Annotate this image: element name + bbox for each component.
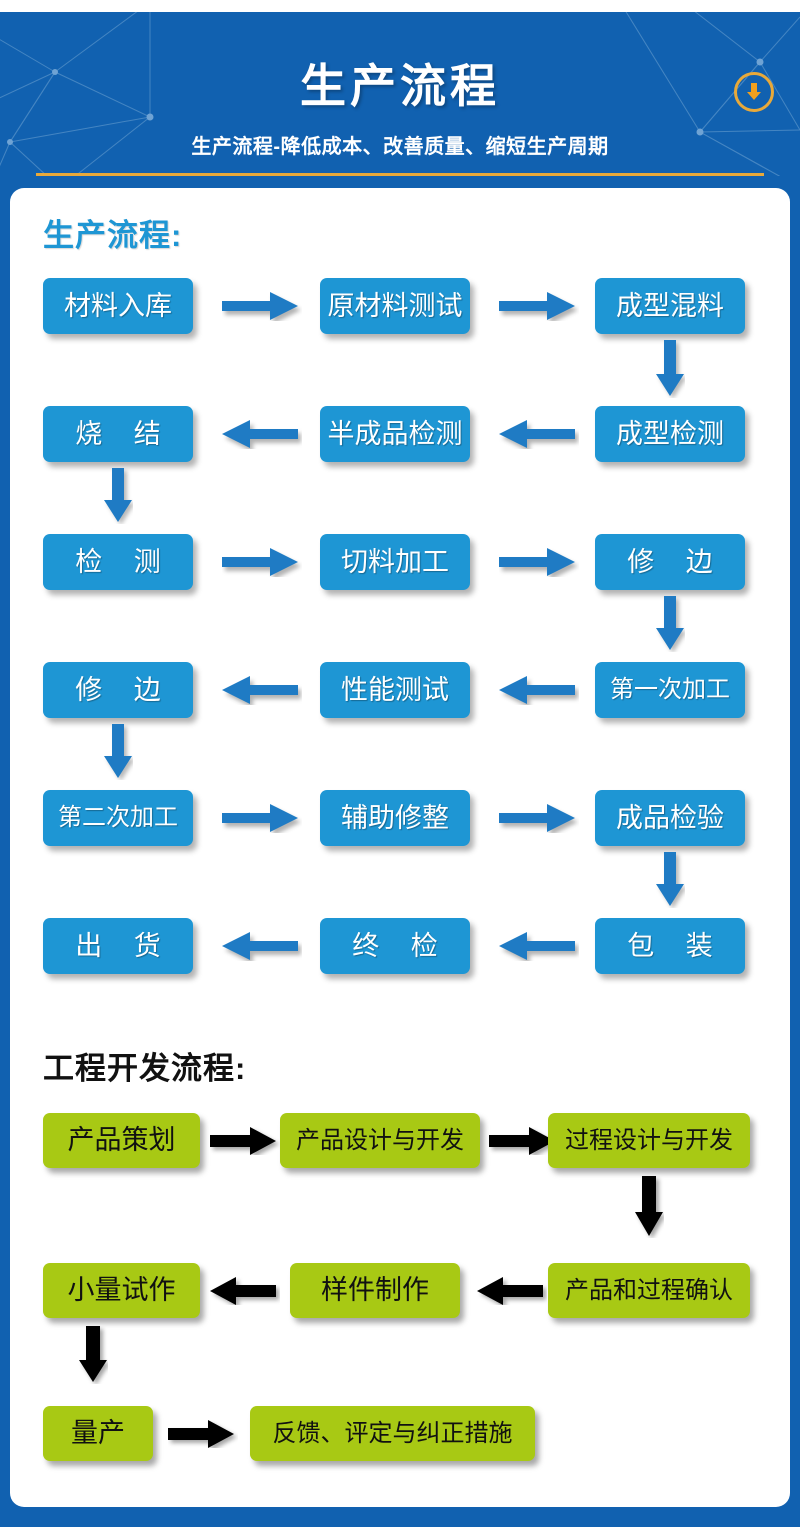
node-production-r6c3[interactable]: 包 装 (595, 918, 745, 974)
arrow-down-r4c1 (103, 724, 133, 780)
page-title: 生产流程 (300, 60, 500, 112)
download-circle-icon[interactable] (734, 72, 774, 112)
node-engineering-r1c1[interactable]: 产品策划 (43, 1113, 200, 1168)
node-production-r4c1[interactable]: 修 边 (43, 662, 193, 718)
node-production-r1c1[interactable]: 材料入库 (43, 278, 193, 334)
arrow-left-r4b (499, 675, 579, 705)
node-production-r6c1[interactable]: 出 货 (43, 918, 193, 974)
node-engineering-r1c3[interactable]: 过程设计与开发 (548, 1113, 750, 1168)
arrow-right-r3b (499, 547, 579, 577)
node-production-r5c3[interactable]: 成品检验 (595, 790, 745, 846)
arrow-left-r6b (499, 931, 579, 961)
flowchart-card: 生产流程: 材料入库 原材料测试 成型混料 烧 结 半成品检 (10, 188, 790, 1507)
arrow-right-e3a (168, 1420, 238, 1448)
node-production-r1c2[interactable]: 原材料测试 (320, 278, 470, 334)
node-production-r2c2[interactable]: 半成品检测 (320, 406, 470, 462)
arrow-left-r6a (222, 931, 302, 961)
down-arrow-glyph (747, 83, 761, 100)
section-heading-engineering: 工程开发流程: (43, 1051, 247, 1086)
node-production-r6c2[interactable]: 终 检 (320, 918, 470, 974)
page-subtitle: 生产流程-降低成本、改善质量、缩短生产周期 (191, 136, 609, 158)
arrow-left-r2b (499, 419, 579, 449)
node-production-r1c3[interactable]: 成型混料 (595, 278, 745, 334)
footer-strip (0, 1507, 800, 1527)
arrow-right-r1b (499, 291, 579, 321)
node-production-r4c3[interactable]: 第一次加工 (595, 662, 745, 718)
arrow-down-r2c1 (103, 468, 133, 524)
node-production-r3c1[interactable]: 检 测 (43, 534, 193, 590)
header-divider (36, 173, 764, 176)
node-engineering-r3c2[interactable]: 反馈、评定与纠正措施 (250, 1406, 535, 1461)
node-production-r5c2[interactable]: 辅助修整 (320, 790, 470, 846)
arrow-right-r5a (222, 803, 302, 833)
node-production-r5c1[interactable]: 第二次加工 (43, 790, 193, 846)
page-header: 生产流程 生产流程-降低成本、改善质量、缩短生产周期 (0, 12, 800, 188)
node-production-r4c2[interactable]: 性能测试 (320, 662, 470, 718)
node-engineering-r2c2[interactable]: 样件制作 (290, 1263, 460, 1318)
node-engineering-r2c3[interactable]: 产品和过程确认 (548, 1263, 750, 1318)
arrow-right-r5b (499, 803, 579, 833)
node-engineering-r2c1[interactable]: 小量试作 (43, 1263, 200, 1318)
arrow-down-e1c3 (634, 1176, 664, 1238)
arrow-right-e1a (210, 1127, 280, 1155)
arrow-left-e2a (210, 1277, 280, 1305)
arrow-down-r1c3 (655, 340, 685, 398)
node-production-r2c1[interactable]: 烧 结 (43, 406, 193, 462)
arrow-right-e1b (489, 1127, 559, 1155)
arrow-left-r4a (222, 675, 302, 705)
node-production-r3c2[interactable]: 切料加工 (320, 534, 470, 590)
arrow-left-e2b (477, 1277, 547, 1305)
section-heading-production: 生产流程: (43, 218, 183, 253)
arrow-down-r5c3 (655, 852, 685, 908)
arrow-down-e2c1 (78, 1326, 108, 1384)
node-engineering-r3c1[interactable]: 量产 (43, 1406, 153, 1461)
arrow-down-r3c3 (655, 596, 685, 652)
arrow-right-r1a (222, 291, 302, 321)
node-production-r3c3[interactable]: 修 边 (595, 534, 745, 590)
node-production-r2c3[interactable]: 成型检测 (595, 406, 745, 462)
arrow-right-r3a (222, 547, 302, 577)
arrow-left-r2a (222, 419, 302, 449)
node-engineering-r1c2[interactable]: 产品设计与开发 (280, 1113, 480, 1168)
